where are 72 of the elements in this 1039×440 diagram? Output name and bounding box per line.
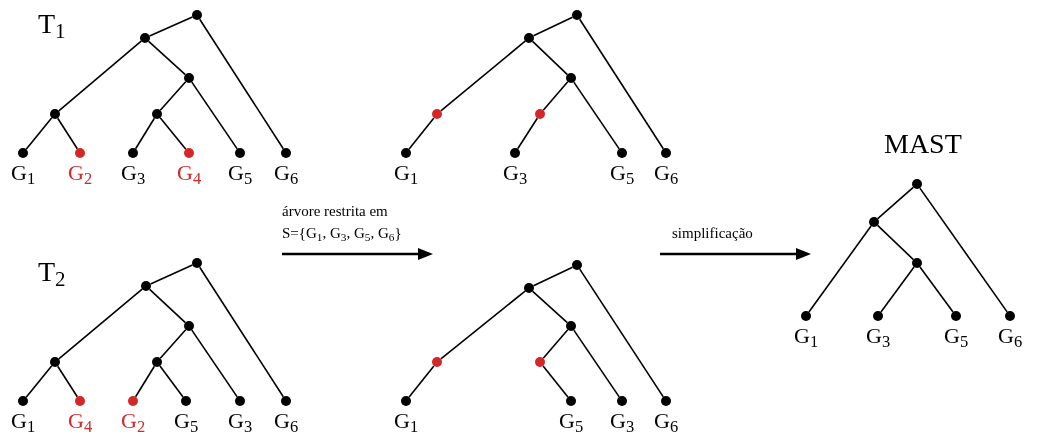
leaf-label: G$_{6}$: [998, 325, 1023, 347]
leaf-label: G$_{6}$: [654, 162, 679, 184]
leaf-label: G$_{3}$: [121, 162, 146, 184]
tree-label: simplificação: [672, 226, 753, 241]
tree-branch: [134, 365, 156, 398]
tree-branch: [880, 266, 915, 313]
tree-label: MAST: [884, 130, 962, 158]
tree-branch: [25, 117, 53, 150]
tree-branch: [440, 40, 526, 112]
leaf-label: G$_{5}$: [559, 410, 584, 432]
leaf-label: G$_{5}$: [174, 410, 199, 432]
tree-branch: [531, 40, 569, 76]
leaf-label: G$_{5}$: [228, 162, 253, 184]
tree-branch: [408, 117, 435, 150]
leaf-label: G$_{4}$: [68, 410, 93, 432]
tree-label: árvore restrita em: [282, 204, 388, 219]
tree-branch: [159, 117, 187, 150]
tree-branch: [542, 81, 569, 111]
leaf-label: G$_{3}$: [610, 410, 635, 432]
leaf-label: G$_{6}$: [274, 410, 299, 432]
tree-branch: [134, 117, 156, 150]
tree-branch: [532, 266, 574, 287]
leaf-label: G$_{6}$: [274, 162, 299, 184]
tree-branch: [198, 18, 285, 150]
tree-branch: [148, 16, 194, 37]
tree-branch: [148, 288, 187, 324]
tree-branch: [808, 225, 872, 313]
tree-branch: [532, 16, 574, 37]
tree-branch: [919, 266, 954, 313]
leaf-label: G$_{1}$: [794, 325, 819, 347]
tree-branch: [578, 268, 665, 398]
tree-branch: [191, 329, 238, 398]
leaf-label: G$_{3}$: [228, 410, 253, 432]
tree-label: T$_{2}$: [38, 258, 66, 286]
leaf-label: G$_{1}$: [11, 162, 36, 184]
leaf-label: G$_{1}$: [394, 410, 419, 432]
tree-branch: [56, 365, 79, 398]
tree-branch: [159, 328, 187, 360]
tree-branch: [159, 80, 187, 112]
tree-branch: [578, 18, 665, 150]
tree-branch: [58, 288, 143, 360]
tree-branch: [516, 117, 539, 150]
leaf-label: G$_{2}$: [68, 162, 93, 184]
tree-branch: [531, 290, 569, 324]
tree-branch: [440, 290, 526, 360]
tree-label: T$_{1}$: [38, 10, 66, 38]
tree-label: S={G$_{1}$, G$_{3}$, G$_{5}$, G$_{6}$}: [282, 226, 402, 241]
tree-branch: [149, 264, 194, 285]
tree-branch: [408, 365, 435, 398]
tree-branch: [56, 117, 79, 150]
tree-branch: [542, 365, 569, 398]
tree-branch: [198, 266, 285, 398]
leaf-label: G$_{6}$: [654, 410, 679, 432]
tree-branch: [573, 329, 620, 398]
tree-branch: [542, 329, 569, 359]
tree-branch: [919, 187, 1008, 313]
leaf-label: G$_{2}$: [121, 410, 146, 432]
tree-branch: [876, 186, 915, 220]
tree-branch: [147, 40, 187, 76]
tree-branch: [573, 81, 620, 150]
leaf-label: G$_{3}$: [503, 162, 528, 184]
tree-branch: [876, 224, 915, 261]
tree-branch: [25, 365, 53, 398]
leaf-label: G$_{5}$: [944, 325, 969, 347]
tree-branch: [58, 40, 142, 112]
leaf-label: G$_{4}$: [177, 162, 202, 184]
tree-branch: [191, 81, 238, 150]
tree-branch: [159, 365, 184, 398]
leaf-label: G$_{5}$: [610, 162, 635, 184]
leaf-label: G$_{1}$: [11, 410, 36, 432]
leaf-label: G$_{3}$: [866, 325, 891, 347]
leaf-label: G$_{1}$: [394, 162, 419, 184]
